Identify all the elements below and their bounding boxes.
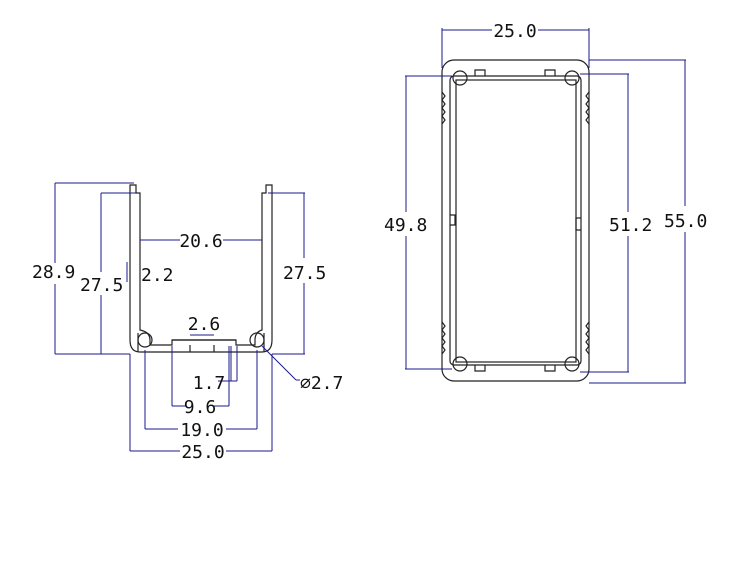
right-notch — [575, 217, 581, 231]
dim-top-width: 25.0 — [493, 21, 536, 42]
dim-height-overall: 28.9 — [32, 262, 75, 283]
left-notch — [450, 214, 456, 226]
dim-hole-diameter: ⌀2.7 — [300, 373, 343, 394]
dim-slot-width: 2.6 — [188, 314, 221, 335]
dim-overall-width: 25.0 — [181, 442, 224, 463]
enclosure-cavity — [455, 79, 577, 363]
u-channel-dimensions: 28.9 27.5 2.2 20.6 27.5 2.6 1.7 9.6 — [32, 182, 343, 463]
dim-inner-span: 9.6 — [184, 397, 217, 418]
dim-slot-depth: 1.7 — [193, 373, 226, 394]
screw-hole-top-left — [452, 70, 468, 86]
left-ribbing — [441, 91, 446, 355]
enclosure-profile — [441, 59, 590, 382]
dim-height-left: 27.5 — [80, 275, 123, 296]
right-ribbing — [585, 91, 590, 355]
screw-hole-bottom-left — [452, 356, 468, 372]
screw-hole-bottom-right — [564, 356, 580, 372]
dim-hole-span: 19.0 — [180, 420, 223, 441]
right-screw-hole — [249, 332, 265, 348]
dim-height-right: 27.5 — [283, 263, 326, 284]
dim-inner-width: 20.6 — [179, 231, 222, 252]
bottom-rib — [474, 365, 556, 372]
enclosure-outer — [441, 59, 590, 382]
dim-inner-height: 49.8 — [384, 215, 427, 236]
top-rib — [474, 69, 556, 76]
dim-overall-height: 55.0 — [664, 211, 707, 232]
dim-mid-height: 51.2 — [609, 215, 652, 236]
enclosure-inner-wall — [449, 75, 582, 366]
dim-wall-thickness: 2.2 — [141, 265, 174, 286]
enclosure-dimensions: 25.0 49.8 51.2 55.0 — [384, 21, 707, 384]
screw-hole-top-right — [564, 70, 580, 86]
u-channel-profile — [129, 184, 273, 353]
